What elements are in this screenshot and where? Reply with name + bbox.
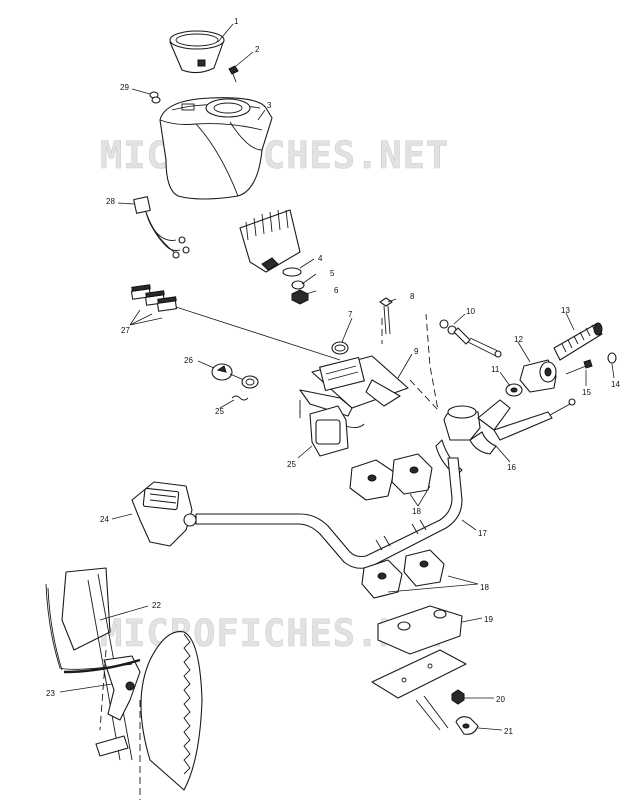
part-bushing-11 [505, 383, 523, 397]
part-grip-13 [553, 322, 603, 361]
part-nut-20 [451, 689, 465, 705]
part-ignition-switch [239, 209, 309, 305]
callout-13: 13 [561, 306, 570, 315]
callout-17: 17 [478, 529, 487, 538]
part-knob-21 [455, 716, 479, 735]
part-console-cover [159, 97, 273, 200]
callout-5: 5 [330, 269, 335, 278]
callout-15: 15 [582, 388, 591, 397]
part-plate [371, 649, 467, 731]
part-switch-assembly [299, 405, 365, 457]
callout-27: 27 [121, 326, 130, 335]
part-gear-assembly [45, 567, 203, 800]
callout-29: 29 [120, 83, 129, 92]
callout-20: 20 [496, 695, 505, 704]
part-connector-harness [133, 196, 190, 259]
watermark-top: MICROFICHES.NET [100, 134, 449, 177]
callout-6: 6 [334, 286, 339, 295]
callout-18-upper: 18 [412, 507, 421, 516]
callout-25-upper: 25 [215, 407, 224, 416]
part-pads [130, 284, 178, 312]
part-riser-19 [377, 605, 463, 655]
part-handlebar [195, 457, 463, 569]
part-cable-adjuster [439, 319, 502, 358]
part-washer-29 [149, 91, 161, 104]
callout-19: 19 [484, 615, 493, 624]
callout-23: 23 [46, 689, 55, 698]
leader-lines [59, 23, 615, 731]
callout-25-lower: 25 [287, 460, 296, 469]
callout-9: 9 [414, 347, 419, 356]
callout-8: 8 [410, 292, 415, 301]
part-endcap-14 [607, 352, 617, 364]
callout-labels: 1 2 3 4 5 6 7 8 9 10 11 12 13 14 15 16 1… [46, 17, 620, 736]
callout-16: 16 [507, 463, 516, 472]
callout-11: 11 [491, 365, 500, 374]
part-bracket-9 [299, 355, 409, 417]
callout-2: 2 [255, 45, 260, 54]
part-screw-2 [228, 65, 239, 83]
callout-1: 1 [234, 17, 239, 26]
part-switch-knob [211, 363, 259, 401]
part-throttle-housing [519, 359, 557, 393]
part-clamp-upper [349, 453, 433, 501]
callout-14: 14 [611, 380, 620, 389]
callout-10: 10 [466, 307, 475, 316]
callout-18-lower: 18 [480, 583, 489, 592]
callout-22: 22 [152, 601, 161, 610]
part-bolt-8 [379, 297, 393, 335]
callout-28: 28 [106, 197, 115, 206]
callout-7: 7 [348, 310, 353, 319]
callout-24: 24 [100, 515, 109, 524]
part-left-control [131, 481, 197, 547]
part-clip-7 [331, 341, 349, 355]
callout-4: 4 [318, 254, 323, 263]
part-clamp-lower [361, 549, 445, 599]
part-screw-15 [565, 359, 593, 375]
callout-3: 3 [267, 101, 272, 110]
callout-26: 26 [184, 356, 193, 365]
callout-21: 21 [504, 727, 513, 736]
callout-12: 12 [514, 335, 523, 344]
part-speedometer [169, 30, 225, 74]
